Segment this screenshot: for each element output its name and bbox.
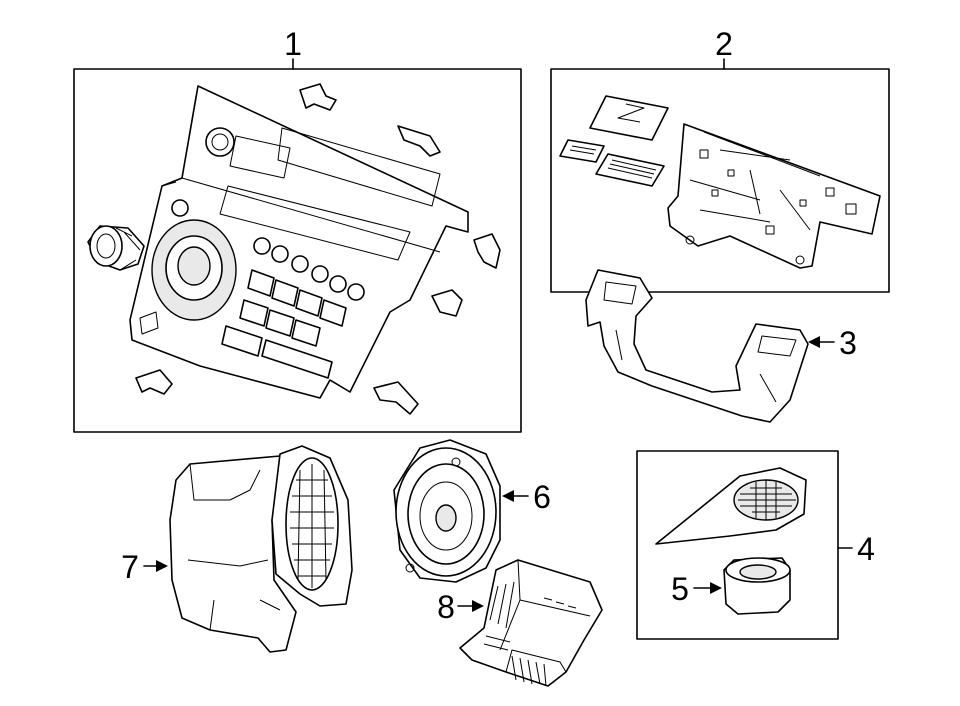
callout-3: 3 <box>839 325 857 361</box>
part-3-bracket: 3 <box>585 269 857 423</box>
callout-4: 4 <box>857 531 875 567</box>
callout-8: 8 <box>437 589 455 625</box>
preset-button <box>329 275 347 293</box>
preset-button <box>347 283 365 301</box>
mounting-bracket <box>585 269 809 423</box>
speaker-dust-cap <box>435 504 457 532</box>
callout-2: 2 <box>715 26 733 62</box>
preset-button <box>253 237 271 255</box>
pcb-components <box>685 149 857 265</box>
large-label <box>595 153 665 187</box>
part-2-box <box>550 68 890 293</box>
part-5-tweeter: 5 <box>671 557 791 615</box>
pcb <box>667 123 881 269</box>
display-window <box>219 135 411 261</box>
part-8-amplifier: 8 <box>437 559 603 687</box>
radio-faceplate <box>129 85 469 399</box>
part-1-radio-panel: 1 <box>73 26 522 433</box>
amplifier-housing <box>459 559 603 687</box>
hazard-button <box>205 127 235 157</box>
function-buttons <box>221 269 347 379</box>
part-2-circuit-board: 2 <box>550 26 890 293</box>
amplifier-fins <box>483 581 547 687</box>
callout-1: 1 <box>284 26 302 62</box>
preset-button <box>271 245 289 263</box>
preset-button <box>291 255 309 273</box>
callout-7: 7 <box>121 549 139 585</box>
cd-slot-area <box>277 127 441 207</box>
retaining-clips <box>135 83 501 415</box>
control-knob <box>87 225 145 271</box>
power-button <box>171 199 189 217</box>
preset-button <box>311 265 329 283</box>
subwoofer-grille <box>290 464 334 588</box>
part-6-speaker: 6 <box>393 439 551 583</box>
part-1-box <box>73 68 522 433</box>
part-4-tweeter-trim: 4 <box>636 450 875 640</box>
small-label <box>559 139 605 163</box>
part-7-subwoofer: 7 <box>121 445 353 653</box>
part-4-box <box>636 450 839 640</box>
callout-6: 6 <box>533 479 551 515</box>
callout-5: 5 <box>671 571 689 607</box>
instruction-label <box>589 95 669 141</box>
